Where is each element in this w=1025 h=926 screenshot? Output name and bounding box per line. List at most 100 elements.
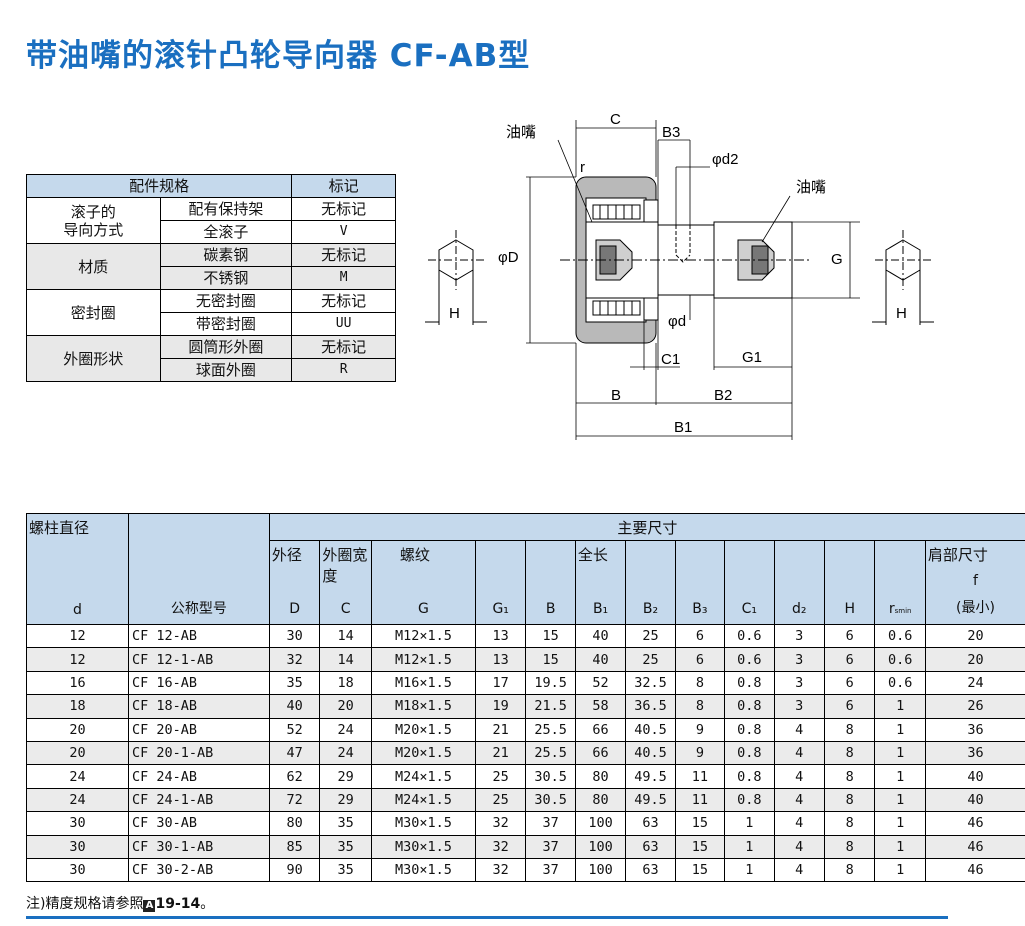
cell-B: 30.5: [525, 764, 576, 789]
cell-B1: 52: [574, 670, 627, 696]
drawing-labels: 油嘴 C B3 r φd2 油嘴 φD G φd C1 G1 B B2 B1 H…: [449, 111, 907, 436]
cell-H: 8: [823, 717, 876, 742]
spec-group-guide: 滚子的 导向方式: [26, 197, 161, 244]
cell-C1: 0.8: [724, 787, 775, 813]
cell-model: CF 20-AB: [127, 717, 270, 742]
cell-r: 1: [874, 740, 926, 766]
cell-G: M20×1.5: [370, 717, 476, 742]
spec-group-shape: 外圈形状: [26, 335, 161, 382]
cell-B1: 40: [574, 623, 627, 649]
cell-D: 62: [268, 764, 321, 789]
cell-B: 21.5: [525, 694, 576, 719]
cell-B2: 49.5: [625, 764, 676, 789]
cell-B2: 36.5: [625, 694, 676, 719]
cell-d2: 3: [773, 623, 825, 649]
footnote-ref[interactable]: 19-14: [155, 896, 201, 912]
cell-H: 6: [823, 647, 876, 672]
cell-B2: 63: [625, 834, 676, 859]
cell-d2: 4: [773, 834, 825, 859]
col-d2: d₂: [773, 540, 825, 625]
cell-H: 8: [823, 764, 876, 789]
col-C1: C₁: [724, 540, 775, 625]
cell-C1: 1: [724, 857, 775, 883]
cell-H: 8: [823, 834, 876, 859]
cell-B: 15: [525, 623, 576, 649]
cell-C: 35: [319, 811, 372, 836]
cell-f: 36: [924, 717, 1025, 742]
cell-H: 8: [823, 857, 876, 883]
spec-group-guide-l1: 滚子的: [70, 202, 116, 221]
cell-d: 16: [26, 670, 129, 696]
spec-item: 配有保持架: [159, 197, 293, 221]
cell-f: 46: [924, 834, 1025, 859]
cell-B1: 40: [574, 647, 627, 672]
label-d2: φd2: [712, 151, 738, 168]
cell-model: CF 30-AB: [127, 811, 270, 836]
cell-model: CF 12-1-AB: [127, 647, 270, 672]
cell-B: 15: [525, 647, 576, 672]
cell-D: 52: [268, 717, 321, 742]
cell-d: 12: [26, 647, 129, 672]
cell-d: 18: [26, 694, 129, 719]
cell-model: CF 24-AB: [127, 764, 270, 789]
label-r: r: [580, 159, 585, 176]
cell-G1: 13: [474, 623, 527, 649]
footnote-suffix: 。: [200, 896, 215, 912]
cell-G1: 32: [474, 834, 527, 859]
cell-d2: 4: [773, 787, 825, 813]
cell-B: 25.5: [525, 717, 576, 742]
label-grease-nipple-2: 油嘴: [796, 179, 826, 196]
label-b3: B3: [662, 124, 680, 141]
cell-D: 32: [268, 647, 321, 672]
cell-C1: 0.8: [724, 670, 775, 696]
dimension-lines: [526, 120, 860, 440]
cell-B2: 32.5: [625, 670, 676, 696]
cell-B1: 80: [574, 764, 627, 789]
spec-mark: 无标记: [291, 197, 396, 221]
spec-item: 球面外圈: [159, 358, 293, 382]
cell-G: M30×1.5: [370, 811, 476, 836]
cell-f: 20: [924, 623, 1025, 649]
cell-H: 6: [823, 670, 876, 696]
col-main-dims: 主要尺寸: [268, 513, 1025, 541]
cell-B1: 58: [574, 694, 627, 719]
cell-G1: 19: [474, 694, 527, 719]
spec-item: 不锈钢: [159, 266, 293, 290]
cell-f: 46: [924, 811, 1025, 836]
cell-D: 40: [268, 694, 321, 719]
page-title: 带油嘴的滚针凸轮导向器 CF-AB型: [26, 38, 531, 74]
hex-view-left: [425, 230, 487, 325]
cell-C: 18: [319, 670, 372, 696]
cell-G: M16×1.5: [370, 670, 476, 696]
spec-item: 带密封圈: [159, 312, 293, 336]
cell-B2: 40.5: [625, 740, 676, 766]
cell-H: 8: [823, 787, 876, 813]
cell-r: 1: [874, 834, 926, 859]
cell-B2: 63: [625, 857, 676, 883]
cell-r: 0.6: [874, 623, 926, 649]
cell-D: 90: [268, 857, 321, 883]
cell-G: M30×1.5: [370, 834, 476, 859]
spec-mark: 无标记: [291, 335, 396, 359]
cell-G1: 25: [474, 764, 527, 789]
cell-d: 30: [26, 857, 129, 883]
cell-G: M12×1.5: [370, 623, 476, 649]
spec-group-guide-l2: 导向方式: [63, 220, 124, 239]
cell-C: 14: [319, 623, 372, 649]
cell-H: 6: [823, 694, 876, 719]
spec-mark: 无标记: [291, 289, 396, 313]
label-grease-nipple-1: 油嘴: [506, 124, 536, 141]
cell-f: 24: [924, 670, 1025, 696]
cell-G: M20×1.5: [370, 740, 476, 766]
cell-model: CF 18-AB: [127, 694, 270, 719]
cell-C: 35: [319, 834, 372, 859]
spec-header-mark: 标记: [291, 174, 396, 198]
label-outer-d: φD: [498, 249, 519, 266]
col-model: 公称型号: [127, 513, 270, 625]
